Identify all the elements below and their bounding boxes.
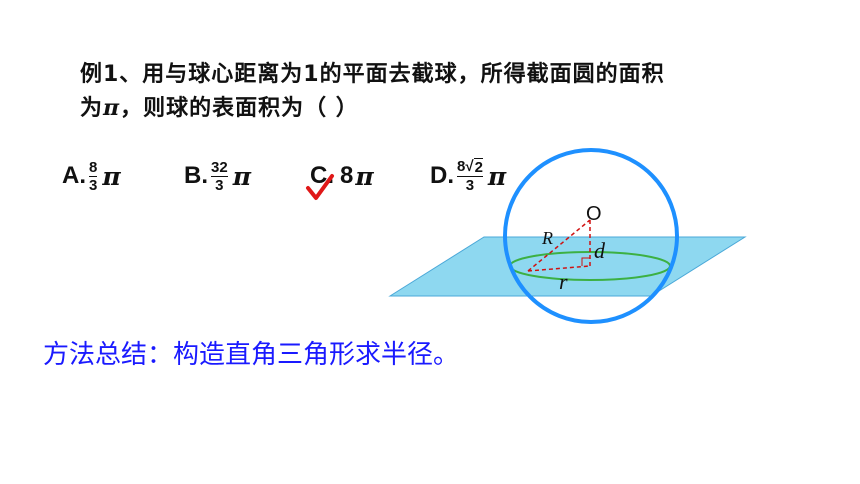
label-d: d	[594, 238, 606, 263]
checkmark-icon	[306, 174, 334, 200]
question-line-2: 为π，则球的表面积为（ ）	[80, 90, 359, 122]
radius-r-line	[527, 265, 591, 272]
right-angle-mark	[581, 257, 590, 266]
option-d-denominator: 3	[465, 177, 475, 194]
option-d-fraction: 8√2 3	[457, 158, 483, 194]
option-b-pi: π	[232, 161, 251, 191]
option-a-denominator: 3	[89, 176, 98, 194]
question-pi: π	[103, 95, 121, 121]
label-R: R	[541, 228, 553, 248]
option-a-fraction: 8 3	[89, 158, 98, 194]
option-c-value: 8	[340, 162, 354, 189]
option-b-denominator: 3	[215, 176, 224, 194]
sphere-outline	[503, 148, 679, 324]
label-r: r	[559, 269, 568, 294]
option-b[interactable]: B. 32 3 π	[184, 150, 251, 202]
option-b-numerator: 32	[211, 158, 228, 176]
option-b-fraction: 32 3	[211, 159, 228, 194]
plane	[388, 236, 747, 297]
option-d-letter: D.	[430, 162, 454, 189]
option-b-letter: B.	[184, 162, 208, 189]
question-line-1: 例1、用与球心距离为1的平面去截球，所得截面圆的面积	[80, 62, 665, 87]
option-a-pi: π	[102, 161, 121, 191]
option-a[interactable]: A. 8 3 π	[62, 150, 121, 202]
option-d-numerator: 8√2	[457, 158, 483, 176]
option-d-pi: π	[487, 161, 507, 191]
option-a-letter: A.	[62, 162, 86, 189]
method-summary: 方法总结：构造直角三角形求半径。	[43, 340, 460, 370]
center-label: O	[586, 203, 602, 225]
question-prefix: 为	[80, 96, 104, 121]
question-suffix: ，则球的表面积为（ ）	[120, 96, 359, 121]
radius-R-line	[527, 219, 591, 272]
option-c-pi: π	[355, 161, 374, 191]
option-a-numerator: 8	[89, 158, 98, 176]
option-d[interactable]: D. 8√2 3 π	[430, 150, 506, 202]
